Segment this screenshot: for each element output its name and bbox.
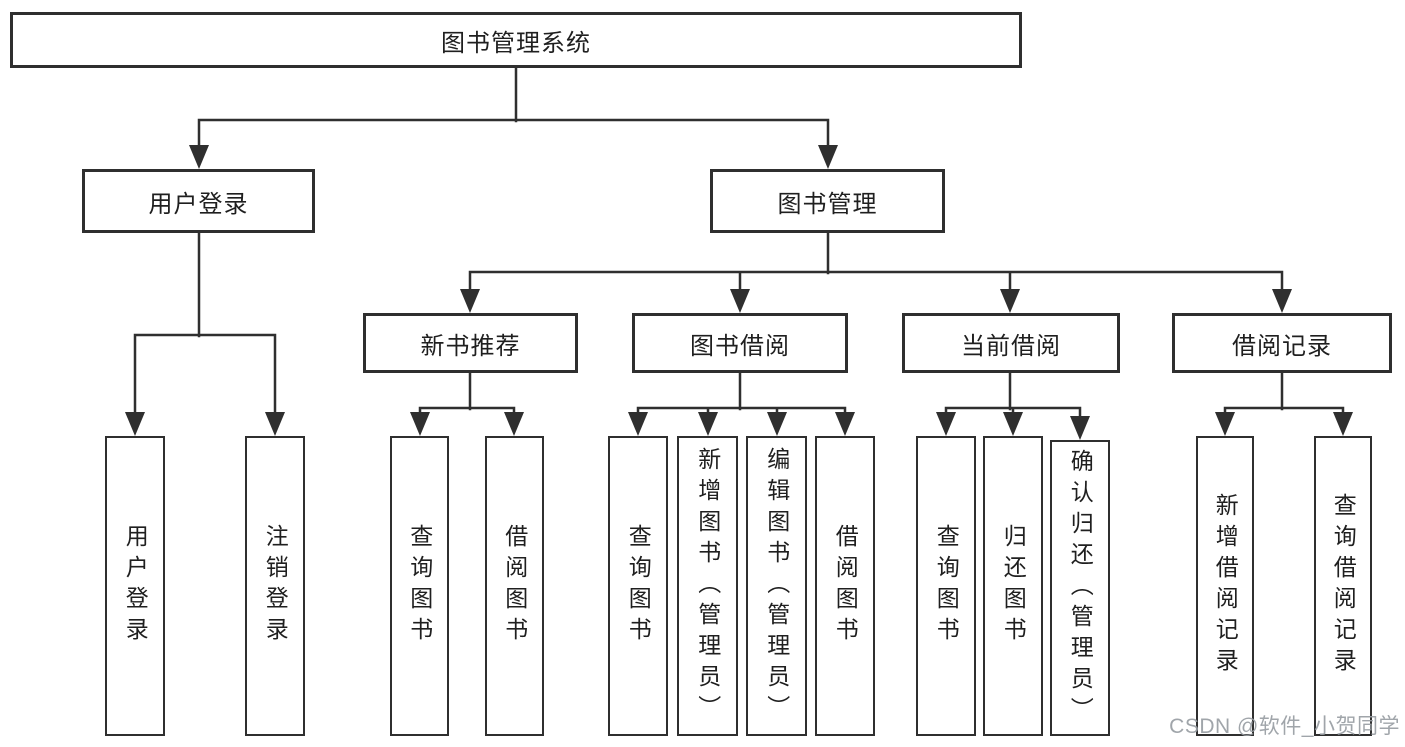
leaf-return-books: 归还图书: [983, 436, 1043, 736]
arrow-icon: [265, 412, 285, 436]
node-label: 查询借阅记录: [1330, 493, 1357, 679]
node-label: 查询图书: [406, 524, 433, 648]
arrow-icon: [1215, 412, 1235, 436]
connector-book-management-children: [468, 231, 1284, 297]
leaf-edit-book-admin: 编辑图书（管理员）: [746, 436, 807, 736]
node-new-book-recommend: 新书推荐: [363, 313, 578, 373]
leaf-query-books-2: 查询图书: [608, 436, 668, 736]
node-label: 用户登录: [122, 524, 149, 648]
node-label: 新增图书（管理员）: [694, 446, 721, 726]
arrow-icon: [936, 412, 956, 436]
node-label: 编辑图书（管理员）: [763, 446, 790, 726]
arrow-icon: [125, 412, 145, 436]
arrow-icon: [730, 289, 750, 313]
arrow-icon: [504, 412, 524, 436]
arrow-icon: [818, 145, 838, 169]
arrow-icon: [1003, 412, 1023, 436]
arrow-icon: [1070, 416, 1090, 440]
connector-user-login-children: [133, 231, 277, 420]
leaf-query-books-3: 查询图书: [916, 436, 976, 736]
node-label: 借阅图书: [501, 524, 528, 648]
leaf-query-books-1: 查询图书: [390, 436, 449, 736]
leaf-borrow-books-2: 借阅图书: [815, 436, 875, 736]
arrow-icon: [460, 289, 480, 313]
connector-book-borrow-children: [636, 371, 847, 420]
connector-root-to-level2: [197, 66, 830, 152]
leaf-add-borrow-record: 新增借阅记录: [1196, 436, 1254, 736]
arrow-icon: [1272, 289, 1292, 313]
node-book-management: 图书管理: [710, 169, 945, 233]
node-borrow-record: 借阅记录: [1172, 313, 1392, 373]
connector-new-book-children: [418, 371, 516, 420]
node-label: 注销登录: [262, 524, 289, 648]
arrow-icon: [410, 412, 430, 436]
node-label: 用户登录: [148, 190, 249, 218]
arrow-icon: [767, 412, 787, 436]
node-label: 新增借阅记录: [1212, 493, 1239, 679]
node-root: 图书管理系统: [10, 12, 1022, 68]
node-label: 图书管理系统: [441, 29, 591, 57]
connector-current-borrow-children: [944, 371, 1082, 424]
arrow-icon: [628, 412, 648, 436]
leaf-add-book-admin: 新增图书（管理员）: [677, 436, 738, 736]
node-label: 新书推荐: [420, 332, 521, 360]
arrow-icon: [1000, 289, 1020, 313]
node-label: 当前借阅: [961, 332, 1061, 360]
connector-borrow-record-children: [1223, 371, 1345, 420]
node-book-borrow: 图书借阅: [632, 313, 848, 373]
node-label: 归还图书: [1000, 524, 1027, 648]
csdn-watermark: CSDN @软件_小贺同学: [1169, 715, 1400, 738]
node-label: 图书管理: [777, 190, 878, 218]
node-current-borrow: 当前借阅: [902, 313, 1120, 373]
node-label: 查询图书: [625, 524, 652, 648]
node-label: 确认归还（管理员）: [1067, 448, 1094, 728]
node-label: 借阅记录: [1232, 332, 1332, 360]
node-label: 图书借阅: [690, 332, 790, 360]
arrow-icon: [835, 412, 855, 436]
node-user-login: 用户登录: [82, 169, 315, 233]
leaf-confirm-return-admin: 确认归还（管理员）: [1050, 440, 1110, 736]
leaf-query-borrow-record: 查询借阅记录: [1314, 436, 1372, 736]
node-label: 借阅图书: [832, 524, 859, 648]
leaf-user-login: 用户登录: [105, 436, 165, 736]
leaf-logout: 注销登录: [245, 436, 305, 736]
node-label: 查询图书: [933, 524, 960, 648]
arrow-icon: [189, 145, 209, 169]
arrow-icon: [698, 412, 718, 436]
leaf-borrow-books-1: 借阅图书: [485, 436, 544, 736]
arrow-icon: [1333, 412, 1353, 436]
